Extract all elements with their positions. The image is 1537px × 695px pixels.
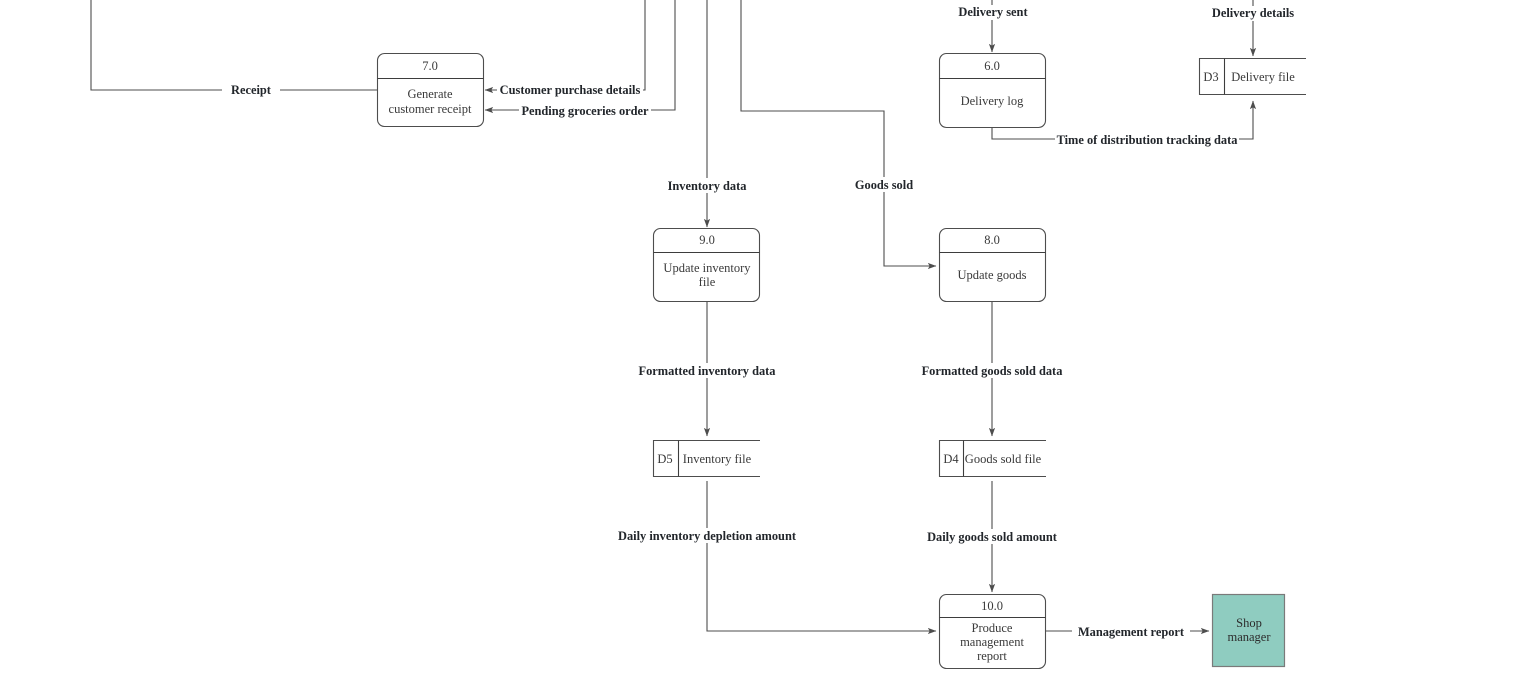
flow-label-bg-delivery-sent bbox=[953, 5, 1033, 20]
flow-label-formatted-inventory-data: Formatted inventory data bbox=[639, 364, 776, 378]
flow-label-delivery-details: Delivery details bbox=[1212, 6, 1294, 20]
flow-line-daily-inventory-depletion-amount bbox=[706, 481, 937, 635]
flow-label-bg-receipt bbox=[222, 83, 280, 98]
process-9-box bbox=[652, 227, 761, 303]
flow-label-daily-inventory-depletion-amount: Daily inventory depletion amount bbox=[618, 529, 797, 543]
data-store-d3-name: Delivery file bbox=[1231, 70, 1295, 84]
data-store-d5-code: D5 bbox=[657, 452, 672, 466]
process-9-number: 9.0 bbox=[699, 233, 715, 247]
process-10-name-line2: management bbox=[960, 635, 1024, 649]
flow-label-bg-formatted-inventory-data bbox=[637, 363, 777, 378]
process-9-name-line2: file bbox=[699, 275, 716, 289]
external-entity-shop-manager-box bbox=[1211, 593, 1286, 668]
flow-label-bg-management-report bbox=[1072, 624, 1190, 639]
flow-label-bg-inventory-data bbox=[662, 178, 752, 193]
flow-label-goods-sold: Goods sold bbox=[855, 178, 913, 192]
process-7-name-line2: customer receipt bbox=[389, 102, 472, 116]
process-10-box bbox=[938, 593, 1047, 670]
flow-label-time-of-distribution-tracking-data: Time of distribution tracking data bbox=[1057, 133, 1238, 147]
process-8-name-line1: Update goods bbox=[957, 268, 1026, 282]
process-7-number: 7.0 bbox=[422, 59, 438, 73]
flow-label-bg-formatted-goods-sold-data bbox=[921, 363, 1065, 378]
data-store-d3-box bbox=[1198, 57, 1306, 96]
flow-label-customer-purchase-details: Customer purchase details bbox=[500, 83, 641, 97]
process-9-update-inventory-file[interactable]: 9.0 Update inventory file bbox=[652, 227, 761, 303]
flow-label-bg-delivery-details bbox=[1209, 6, 1297, 21]
process-10-produce-management-report[interactable]: 10.0 Produce management report bbox=[938, 593, 1047, 670]
flow-label-bg-daily-goods-sold-amount bbox=[926, 529, 1058, 544]
process-6-number: 6.0 bbox=[984, 59, 1000, 73]
process-7-box bbox=[376, 52, 485, 128]
process-10-number: 10.0 bbox=[981, 599, 1003, 613]
flow-label-bg-customer-purchase-details bbox=[497, 83, 643, 98]
flow-label-receipt: Receipt bbox=[231, 83, 272, 97]
process-7-name-line1: Generate bbox=[407, 87, 453, 101]
flow-line-customer-purchase-details bbox=[484, 0, 646, 94]
flow-label-bg-daily-inventory-depletion-amount bbox=[618, 528, 796, 543]
flow-line-goods-sold bbox=[740, 0, 937, 270]
external-entity-shop-manager-line2: manager bbox=[1227, 630, 1271, 644]
data-store-d3-delivery-file[interactable]: D3 Delivery file bbox=[1198, 57, 1307, 96]
process-10-name-line1: Produce bbox=[972, 621, 1013, 635]
data-store-d4-name: Goods sold file bbox=[965, 452, 1042, 466]
flow-line-receipt bbox=[90, 0, 377, 91]
flow-label-pending-groceries-order: Pending groceries order bbox=[521, 104, 649, 118]
process-8-update-goods[interactable]: 8.0 Update goods bbox=[938, 227, 1047, 303]
flow-label-formatted-goods-sold-data: Formatted goods sold data bbox=[922, 364, 1063, 378]
flow-label-bg-time-of-distribution-tracking-data bbox=[1055, 132, 1239, 147]
flow-label-bg-goods-sold bbox=[851, 177, 917, 192]
process-10-name-line3: report bbox=[977, 649, 1007, 663]
external-entity-shop-manager[interactable]: Shop manager bbox=[1211, 593, 1286, 668]
process-8-number: 8.0 bbox=[984, 233, 1000, 247]
data-store-d5-inventory-file[interactable]: D5 Inventory file bbox=[652, 439, 761, 478]
data-store-d5-box bbox=[652, 439, 760, 478]
process-7-generate-customer-receipt[interactable]: 7.0 Generate customer receipt bbox=[376, 52, 485, 128]
external-entity-shop-manager-line1: Shop bbox=[1236, 616, 1262, 630]
flow-label-inventory-data: Inventory data bbox=[668, 179, 747, 193]
data-store-d4-code: D4 bbox=[943, 452, 959, 466]
process-6-box bbox=[938, 52, 1047, 129]
process-8-box bbox=[938, 227, 1047, 303]
flow-label-management-report: Management report bbox=[1078, 625, 1185, 639]
process-6-delivery-log[interactable]: 6.0 Delivery log bbox=[938, 52, 1047, 129]
process-6-name-line1: Delivery log bbox=[961, 94, 1025, 108]
flow-label-bg-pending-groceries-order bbox=[519, 104, 651, 119]
data-store-d3-code: D3 bbox=[1203, 70, 1218, 84]
data-store-d4-box bbox=[938, 439, 1046, 478]
flow-label-delivery-sent: Delivery sent bbox=[958, 5, 1028, 19]
data-store-d5-name: Inventory file bbox=[683, 452, 752, 466]
process-9-name-line1: Update inventory bbox=[663, 261, 751, 275]
flow-label-daily-goods-sold-amount: Daily goods sold amount bbox=[927, 530, 1058, 544]
data-store-d4-goods-sold-file[interactable]: D4 Goods sold file bbox=[938, 439, 1047, 478]
